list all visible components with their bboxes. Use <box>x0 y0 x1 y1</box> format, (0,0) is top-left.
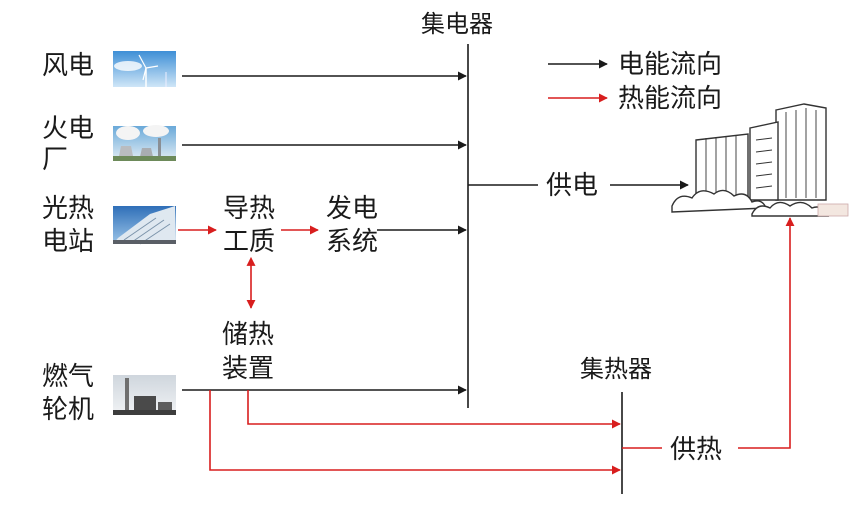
wind-turbine-photo-icon <box>113 51 176 87</box>
legend-thermal-label: 热能流向 <box>618 84 722 114</box>
thermal-plant-label-line2: 厂 <box>42 145 68 175</box>
gas-heat-path-upper <box>247 390 621 429</box>
gas-heat-path-lower <box>209 390 621 475</box>
power-system-label-line2: 系统 <box>326 227 378 257</box>
htf-label-line2: 工质 <box>223 227 275 257</box>
storage-label-line2: 装置 <box>222 354 274 384</box>
power-system-label-line1: 发电 <box>326 194 378 224</box>
electric-bus-label: 集电器 <box>421 10 493 38</box>
gas-turbine-label-line1: 燃气 <box>42 362 94 392</box>
solar-field-photo-icon <box>113 206 176 245</box>
htf-label-line1: 导热 <box>223 194 275 224</box>
gas-plant-photo-icon <box>113 375 176 415</box>
gas-turbine-label-line2: 轮机 <box>42 395 94 425</box>
legend-electric-label: 电能流向 <box>618 50 722 80</box>
heat-supply-to-load-arrow <box>738 217 795 449</box>
wind-label: 风电 <box>42 51 94 81</box>
storage-label-line1: 储热 <box>222 320 274 350</box>
csp-label-line2: 电站 <box>42 227 94 257</box>
heat-bus-label: 集热器 <box>580 355 652 383</box>
city-buildings-icon <box>671 103 849 217</box>
csp-label-line1: 光热 <box>42 194 94 224</box>
thermal-plant-label-line1: 火电 <box>42 114 94 144</box>
power-plant-photo-icon <box>113 125 176 161</box>
heat-supply-label: 供热 <box>670 435 722 465</box>
power-supply-label: 供电 <box>546 171 598 201</box>
